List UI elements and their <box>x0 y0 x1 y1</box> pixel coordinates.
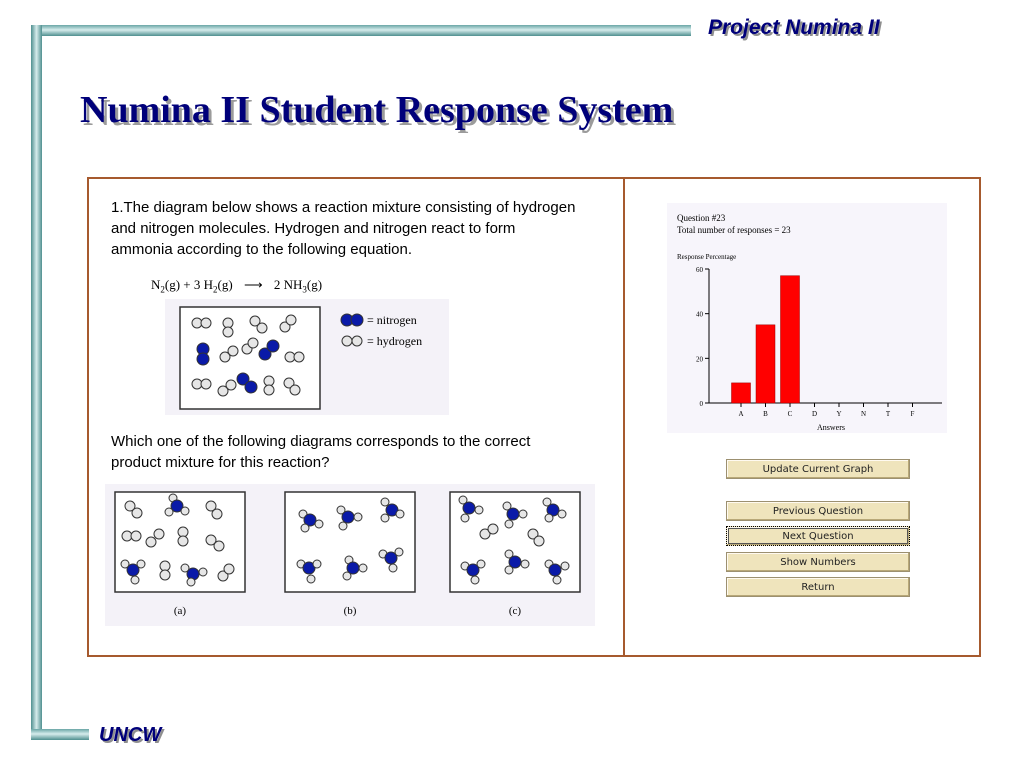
chart-x-tick-label: Y <box>836 410 841 418</box>
slide-title: Numina II Student Response System <box>80 89 674 131</box>
eq-h2-sub: 2 <box>213 284 218 295</box>
chart-x-tick-label: N <box>861 410 866 418</box>
reaction-arrow-icon: ⟶ <box>243 277 263 292</box>
reaction-mixture-diagram: = nitrogen = hydrogen <box>165 299 449 415</box>
eq-n2-sub: 2 <box>160 284 165 295</box>
chart-question-label: Question #23 <box>677 213 726 223</box>
reaction-equation: N2(g) + 3 H2(g) ⟶ 2 NH3(g) <box>151 277 322 295</box>
chart-x-tick-label: A <box>738 410 743 418</box>
question-followup: Which one of the following diagrams corr… <box>111 433 531 471</box>
left-accent-bar <box>31 25 42 740</box>
eq-g1: (g) + 3 H <box>164 277 214 292</box>
show-numbers-button[interactable]: Show Numbers <box>726 552 910 572</box>
choice-label-b: (b) <box>344 605 357 617</box>
update-graph-button[interactable]: Update Current Graph <box>726 459 910 479</box>
return-button[interactable]: Return <box>726 577 910 597</box>
response-chart-panel: Question #23 Total number of responses =… <box>667 203 947 433</box>
screenshot-frame: 1.The diagram below shows a reaction mix… <box>87 177 981 657</box>
chart-x-tick-label: T <box>886 410 891 418</box>
top-accent-bar <box>31 25 691 36</box>
legend-nitrogen-text: = nitrogen <box>367 313 417 327</box>
choice-label-c: (c) <box>509 605 522 617</box>
chart-y-tick-label: 60 <box>696 266 704 274</box>
frame-divider <box>623 179 625 655</box>
reaction-mixture-svg: = nitrogen = hydrogen <box>179 306 422 410</box>
eq-g3: (g) <box>306 277 323 292</box>
answer-choices-diagram: (a) (b) (c) <box>105 484 595 626</box>
answer-choices-svg: (a) (b) (c) <box>114 491 581 617</box>
response-chart: Question #23 Total number of responses =… <box>677 213 942 432</box>
chart-bar-a <box>731 382 751 404</box>
chart-total-label: Total number of responses = 23 <box>677 225 791 235</box>
chart-y-tick-label: 0 <box>700 400 704 408</box>
previous-question-button[interactable]: Previous Question <box>726 501 910 521</box>
chart-x-tick-label: D <box>812 410 817 418</box>
chart-bar-c <box>780 275 800 404</box>
eq-nh3-sub: 3 <box>302 284 307 295</box>
chart-y-tick-label: 40 <box>696 311 704 319</box>
chart-xlabel: Answers <box>817 423 845 432</box>
choice-label-a: (a) <box>174 605 187 617</box>
eq-n2: N <box>151 277 161 292</box>
next-question-button[interactable]: Next Question <box>726 526 910 546</box>
eq-nh3: 2 NH <box>273 277 303 292</box>
legend-hydrogen-text: = hydrogen <box>367 334 422 348</box>
question-prompt: 1.The diagram below shows a reaction mix… <box>111 199 576 258</box>
chart-bars <box>731 275 800 404</box>
chart-y-tick-label: 20 <box>696 355 704 363</box>
chart-ylabel: Response Percentage <box>677 253 736 261</box>
footer-brand: UNCW <box>99 724 162 746</box>
chart-x-tick-label: C <box>788 410 793 418</box>
chart-x-tick-label: B <box>763 410 768 418</box>
eq-g2: (g) <box>217 277 233 292</box>
header-brand: Project Numina II <box>708 16 880 39</box>
chart-bar-b <box>755 324 776 404</box>
bottom-accent-bar <box>31 729 89 740</box>
chart-x-tick-label: F <box>911 410 915 418</box>
